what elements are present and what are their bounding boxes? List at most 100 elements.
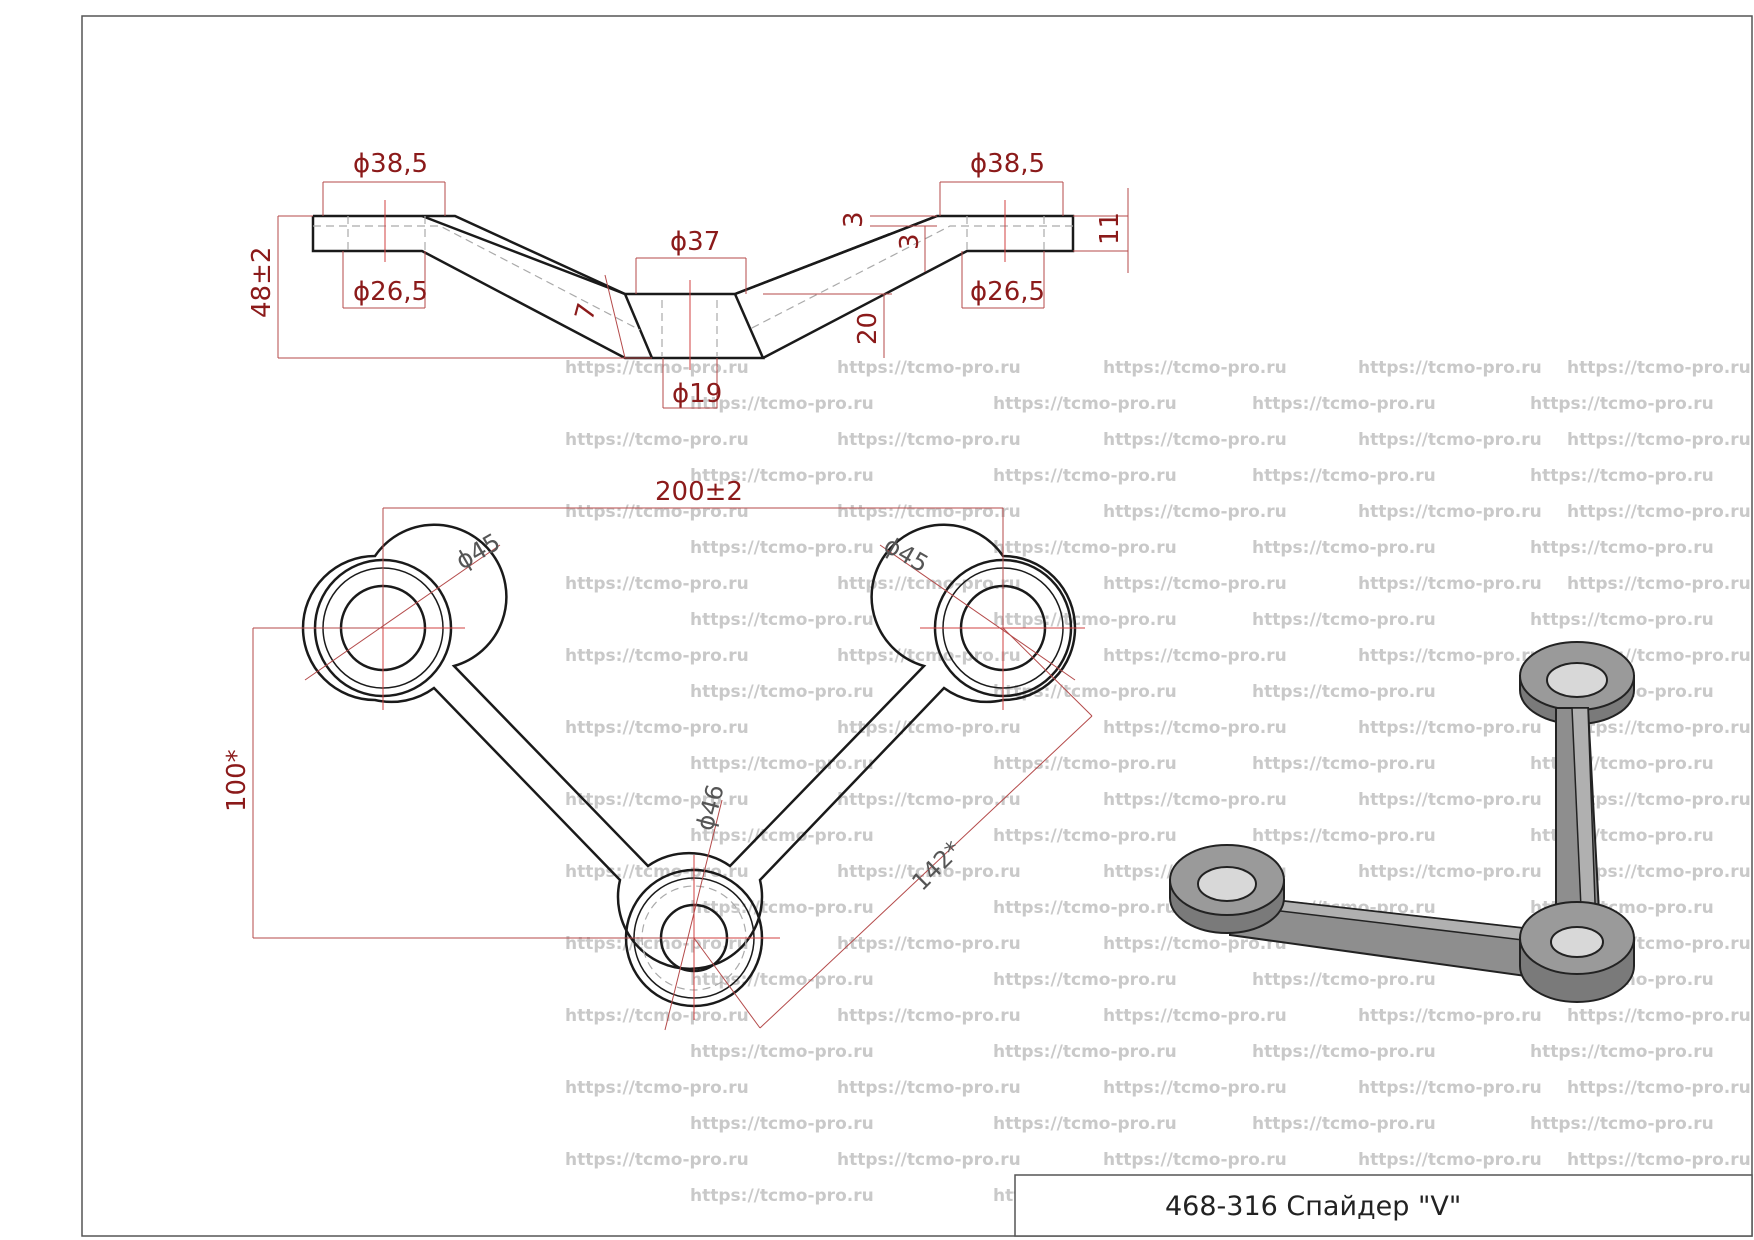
watermark-text: https://tcmo-pro.ru [1567,358,1751,378]
watermark-text: https://tcmo-pro.ru [1567,862,1751,882]
plan-outer-contour [301,523,1077,971]
watermark-text: https://tcmo-pro.ru [565,790,749,810]
watermark-text: https://tcmo-pro.ru [1103,358,1287,378]
watermark-text: https://tcmo-pro.ru [1252,754,1436,774]
watermark-text: https://tcmo-pro.ru [1567,1150,1751,1170]
watermark-text: https://tcmo-pro.ru [993,970,1177,990]
watermark-text: https://tcmo-pro.ru [837,862,1021,882]
watermark-text: https://tcmo-pro.ru [1103,430,1287,450]
watermark-text: https://tcmo-pro.ru [993,898,1177,918]
dim-d26-right: ϕ26,5 [970,277,1045,307]
watermark-text: https://tcmo-pro.ru [1103,646,1287,666]
watermark-text: https://tcmo-pro.ru [1103,718,1287,738]
watermark-text: https://tcmo-pro.ru [837,574,1021,594]
watermark-text: https://tcmo-pro.ru [690,610,874,630]
watermark-text: https://tcmo-pro.ru [1252,970,1436,990]
watermark-text: https://tcmo-pro.ru [690,1114,874,1134]
dim-d38-left: ϕ38,5 [353,149,428,179]
dim-d45-right: ϕ45 [879,531,933,578]
watermark-text: https://tcmo-pro.ru [1567,430,1751,450]
dim-d19: ϕ19 [672,379,722,409]
watermark-text: https://tcmo-pro.ru [1530,538,1714,558]
watermark-text: https://tcmo-pro.ru [565,1078,749,1098]
side-profile-outline [311,214,1075,360]
watermark-text: https://tcmo-pro.ru [1567,790,1751,810]
dim-span: 200±2 [655,477,743,507]
watermark-text: https://tcmo-pro.ru [1567,574,1751,594]
side-view: ϕ38,5 ϕ38,5 ϕ26,5 ϕ26,5 ϕ37 ϕ19 48±2 11 … [247,149,1129,409]
watermark-text: https://tcmo-pro.ru [1358,502,1542,522]
watermark-text: https://tcmo-pro.ru [1358,718,1542,738]
watermark-text: https://tcmo-pro.ru [1567,502,1751,522]
watermark-text: https://tcmo-pro.ru [565,430,749,450]
watermark-text: https://tcmo-pro.ru [1252,610,1436,630]
watermark-text: https://tcmo-pro.ru [1252,394,1436,414]
watermark-text: https://tcmo-pro.ru [1252,682,1436,702]
watermark-text: https://tcmo-pro.ru [1358,430,1542,450]
watermark-text: https://tcmo-pro.ru [1567,718,1751,738]
watermark-text: https://tcmo-pro.ru [1103,1006,1287,1026]
watermark-text: https://tcmo-pro.ru [565,646,749,666]
watermark-text: https://tcmo-pro.ru [1567,1078,1751,1098]
dim-depth: 100* [222,749,252,812]
watermark-text: https://tcmo-pro.ru [690,826,874,846]
watermark-text: https://tcmo-pro.ru [1358,574,1542,594]
watermark-text: https://tcmo-pro.ru [837,790,1021,810]
dim-d38-right: ϕ38,5 [970,149,1045,179]
watermark-text: https://tcmo-pro.ru [993,1114,1177,1134]
watermark-text: https://tcmo-pro.ru [690,466,874,486]
watermark-text: https://tcmo-pro.ru [993,754,1177,774]
watermark-text: https://tcmo-pro.ru [993,826,1177,846]
watermark-text: https://tcmo-pro.ru [993,538,1177,558]
watermark-text: https://tcmo-pro.ru [690,394,874,414]
watermark-text: https://tcmo-pro.ru [565,574,749,594]
watermark-text: https://tcmo-pro.ru [837,430,1021,450]
watermark-text: https://tcmo-pro.ru [993,394,1177,414]
watermark-text: https://tcmo-pro.ru [837,502,1021,522]
watermark-text: https://tcmo-pro.ru [993,1042,1177,1062]
watermark-text: https://tcmo-pro.ru [690,970,874,990]
drawing-title: 468-316 Спайдер "V" [1165,1191,1461,1222]
watermark-text: https://tcmo-pro.ru [565,1006,749,1026]
dim-plate-thickness: 11 [1095,212,1125,245]
watermark-text: https://tcmo-pro.ru [690,1042,874,1062]
isometric-render [1169,641,1635,1003]
watermark-text: https://tcmo-pro.ru [1252,1114,1436,1134]
watermark-text: https://tcmo-pro.ru [1358,862,1542,882]
watermark-text: https://tcmo-pro.ru [1530,1042,1714,1062]
watermark-text: https://tcmo-pro.ru [565,718,749,738]
watermark-text: https://tcmo-pro.ru [1252,826,1436,846]
watermark-text: https://tcmo-pro.ru [837,718,1021,738]
side-hidden-lines [313,225,641,331]
watermark-text: https://tcmo-pro.ru [565,502,749,522]
dim-step-a: 3 [839,211,869,228]
dim-step-b: 3 [895,233,925,250]
watermark-text: https://tcmo-pro.ru [837,1006,1021,1026]
watermark-text: https://tcmo-pro.ru [565,862,749,882]
watermark-text: https://tcmo-pro.ru [1567,1006,1751,1026]
title-block: 468-316 Спайдер "V" [1014,1174,1753,1237]
dim-d37: ϕ37 [670,227,720,257]
watermark-text: https://tcmo-pro.ru [993,610,1177,630]
dim-hub-height: 20 [853,312,883,345]
watermark-text: https://tcmo-pro.ru [1103,934,1287,954]
watermark-text: https://tcmo-pro.ru [1530,394,1714,414]
watermark-text: https://tcmo-pro.ru [1530,1114,1714,1134]
watermark-text: https://tcmo-pro.ru [837,934,1021,954]
watermark-text: https://tcmo-pro.ru [1103,790,1287,810]
watermark-text: https://tcmo-pro.ru [1252,538,1436,558]
watermark-text: https://tcmo-pro.ru [565,358,749,378]
dim-d45-left: ϕ45 [451,528,505,575]
watermark-text: https://tcmo-pro.ru [1358,1006,1542,1026]
watermark-text: https://tcmo-pro.ru [1103,1150,1287,1170]
dim-hub-depth: 7 [570,300,603,324]
watermark-text: https://tcmo-pro.ru [993,466,1177,486]
watermark-text: https://tcmo-pro.ru [1358,358,1542,378]
watermark-text: https://tcmo-pro.ru [1358,646,1542,666]
watermark-text: https://tcmo-pro.ru [1530,610,1714,630]
watermark-text: https://tcmo-pro.ru [837,358,1021,378]
watermark-text: https://tcmo-pro.ru [690,754,874,774]
dim-d26-left: ϕ26,5 [353,277,428,307]
watermark-text: https://tcmo-pro.ru [837,1150,1021,1170]
